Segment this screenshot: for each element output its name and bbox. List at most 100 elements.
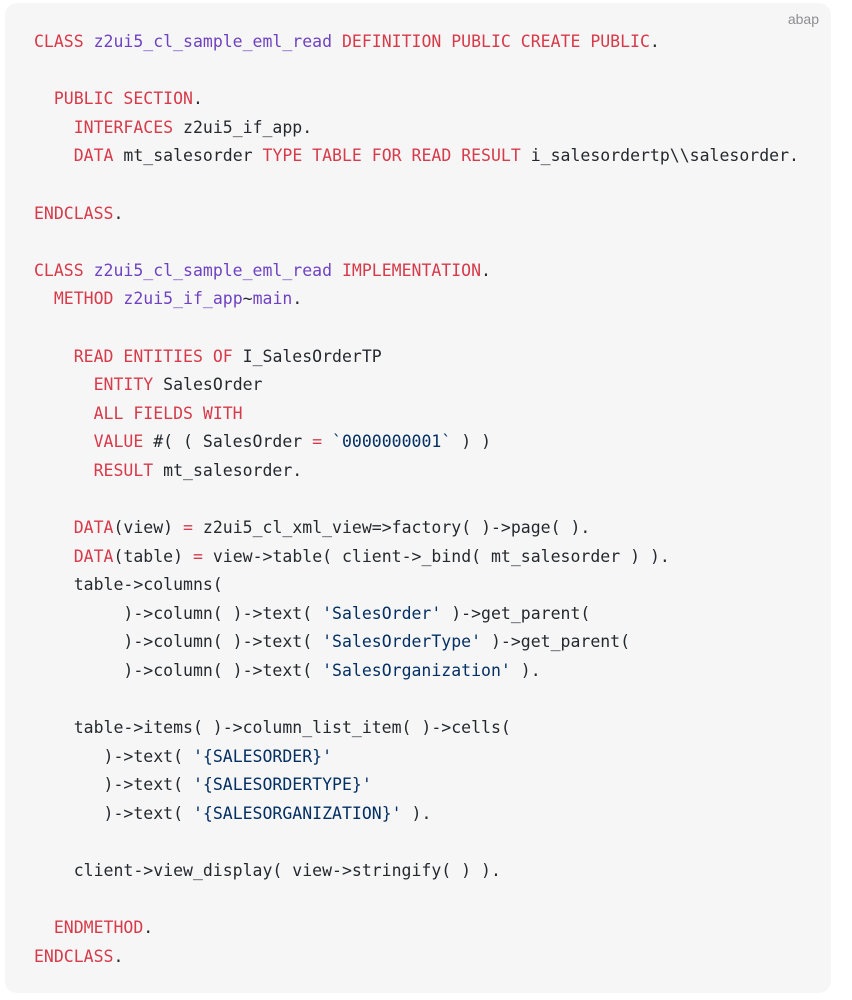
code-line: DATA(view) = z2ui5_cl_xml_view=>factory(… (34, 514, 799, 543)
code-token-plain: )->get_parent( (441, 603, 591, 623)
code-line: ENTITY SalesOrder (34, 371, 799, 400)
code-token-kw: ENDMETHOD (53, 918, 144, 938)
code-line (34, 314, 799, 343)
code-token-kw: DATA (73, 546, 114, 566)
code-token-plain (34, 518, 74, 537)
code-token-plain (34, 89, 54, 108)
code-token-plain: i_salesordertp\\salesorder. (520, 146, 799, 166)
code-line: CLASS z2ui5_cl_sample_eml_read DEFINITIO… (34, 28, 799, 57)
code-token-plain: view->table( client->_bind( mt_salesorde… (202, 546, 670, 566)
code-token-plain (34, 347, 74, 366)
code-token-plain: . (481, 260, 491, 280)
code-line: )->text( '{SALESORDER}' (34, 743, 799, 772)
code-token-plain (332, 32, 342, 51)
code-line: ENDCLASS. (34, 943, 799, 972)
code-token-plain (34, 432, 94, 451)
code-line (34, 886, 799, 915)
code-token-str: 'SalesOrder' (322, 603, 442, 623)
code-line: PUBLIC SECTION. (34, 85, 799, 114)
code-token-plain: mt_salesorder. (153, 460, 303, 480)
code-line: ENDCLASS. (34, 200, 799, 229)
code-token-op: = (312, 432, 323, 452)
code-token-kw: CLASS (34, 260, 84, 280)
code-token-kw: ENDCLASS (34, 947, 114, 966)
code-line: table->items( )->column_list_item( )->ce… (34, 714, 799, 743)
code-token-id: z2ui5_if_app (123, 289, 243, 309)
code-line: )->column( )->text( 'SalesOrganization' … (34, 657, 799, 686)
code-token-plain: ). (510, 661, 541, 681)
code-token-plain: ). (401, 804, 432, 824)
code-token-op: = (192, 546, 203, 566)
language-label: abap (787, 11, 819, 27)
code-line: CLASS z2ui5_cl_sample_eml_read IMPLEMENT… (34, 257, 799, 286)
code-token-id: main (252, 289, 293, 309)
code-block: abap CLASS z2ui5_cl_sample_eml_read DEFI… (5, 3, 831, 993)
code-token-plain: . (192, 89, 203, 109)
code-line (34, 228, 799, 257)
code-token-kw: VALUE (93, 432, 144, 452)
code-token-plain: (view) (113, 518, 184, 538)
code-token-plain (34, 404, 94, 423)
code-token-plain: . (292, 289, 303, 309)
code-token-kw: CLASS (34, 32, 84, 51)
code-line: DATA(table) = view->table( client->_bind… (34, 543, 799, 572)
code-line: )->text( '{SALESORDERTYPE}' (34, 771, 799, 800)
code-token-id: z2ui5_cl_sample_eml_read (93, 32, 333, 51)
code-token-id: z2ui5_cl_sample_eml_read (93, 260, 333, 280)
code-token-plain: table->columns( (34, 575, 223, 595)
code-line: VALUE #( ( SalesOrder = `0000000001` ) ) (34, 428, 799, 457)
code-token-str: 'SalesOrderType' (322, 632, 482, 652)
code-token-str: '{SALESORDER}' (192, 746, 333, 766)
code-token-plain: client->view_display( view->stringify( )… (34, 861, 501, 881)
code-token-plain: )->column( )->text( (34, 632, 323, 652)
code-token-str: 'SalesOrganization' (322, 661, 511, 681)
code-token-plain: )->text( (34, 804, 193, 824)
code-token-plain: z2ui5_cl_xml_view=>factory( )->page( ). (192, 518, 591, 538)
code-token-plain: (table) (113, 546, 193, 566)
code-token-kw: TYPE TABLE FOR READ RESULT (262, 146, 521, 166)
code-token-kw: METHOD (53, 289, 114, 309)
code-token-plain: . (113, 203, 124, 223)
code-line (34, 171, 799, 200)
code-token-plain: )->column( )->text( (34, 661, 323, 681)
code-token-str: `0000000001` (332, 432, 452, 452)
code-token-kw: DATA (73, 518, 114, 538)
code-token-plain: table->items( )->column_list_item( )->ce… (34, 718, 511, 738)
code-token-plain: )->text( (34, 775, 193, 795)
code-line: ENDMETHOD. (34, 914, 799, 943)
code-line: INTERFACES z2ui5_if_app. (34, 114, 799, 143)
code-token-kw: IMPLEMENTATION (341, 260, 482, 280)
code-line: DATA mt_salesorder TYPE TABLE FOR READ R… (34, 142, 799, 171)
code-token-plain (322, 432, 332, 451)
code-line: METHOD z2ui5_if_app~main. (34, 285, 799, 314)
code-token-plain: I_SalesOrderTP (232, 346, 382, 366)
code-token-plain (34, 918, 54, 937)
code-token-plain (34, 289, 54, 308)
code-token-str: '{SALESORGANIZATION}' (192, 804, 402, 824)
code-token-plain (84, 32, 94, 51)
code-token-plain: )->get_parent( (481, 632, 631, 652)
code-listing[interactable]: CLASS z2ui5_cl_sample_eml_read DEFINITIO… (34, 28, 799, 972)
code-line: RESULT mt_salesorder. (34, 457, 799, 486)
code-token-plain (84, 261, 94, 280)
code-line: READ ENTITIES OF I_SalesOrderTP (34, 343, 799, 372)
code-line (34, 57, 799, 86)
code-token-kw: ENDCLASS (34, 203, 114, 223)
code-token-kw: ENTITY (93, 375, 154, 395)
code-token-plain: ~ (242, 289, 253, 309)
code-token-plain (34, 118, 74, 137)
code-token-plain (332, 261, 342, 280)
code-token-plain: z2ui5_if_app. (173, 117, 313, 137)
code-token-kw: READ ENTITIES OF (73, 346, 233, 366)
code-token-kw: RESULT (93, 460, 154, 480)
code-token-kw: DEFINITION PUBLIC CREATE PUBLIC (341, 32, 650, 51)
code-token-plain: SalesOrder (153, 375, 263, 395)
code-line: client->view_display( view->stringify( )… (34, 857, 799, 886)
code-token-plain: #( ( SalesOrder (143, 432, 313, 452)
code-line: )->text( '{SALESORGANIZATION}' ). (34, 800, 799, 829)
code-token-kw: PUBLIC SECTION (53, 89, 193, 109)
code-token-kw: DATA (73, 146, 114, 166)
code-token-plain (34, 461, 94, 480)
code-token-plain (113, 289, 123, 308)
code-token-plain (34, 375, 94, 394)
